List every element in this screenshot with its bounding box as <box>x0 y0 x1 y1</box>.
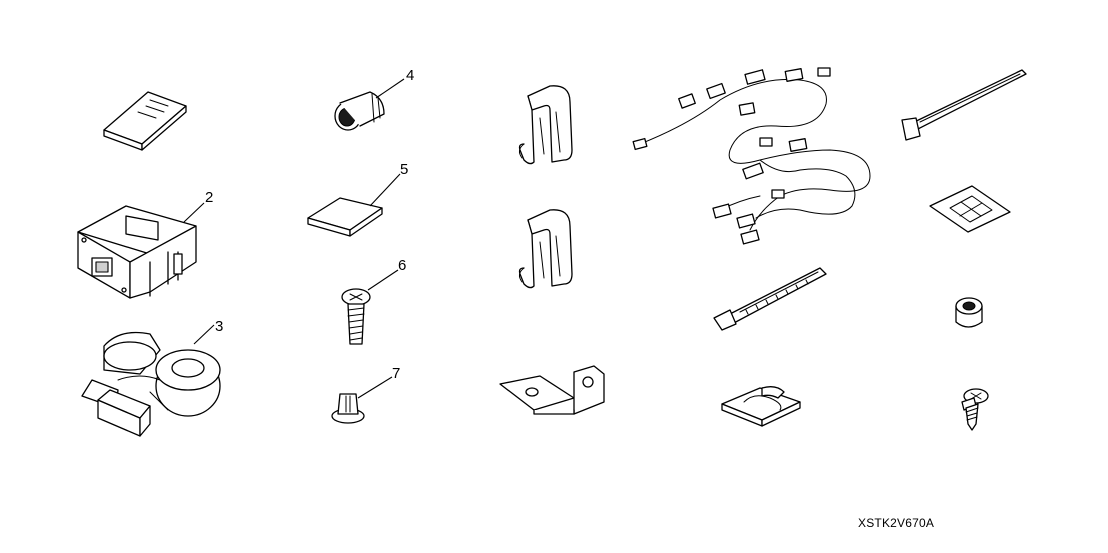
bracket-icon <box>499 365 605 415</box>
control-unit-icon <box>77 202 205 299</box>
spring-clip-upper-icon <box>518 85 573 165</box>
cable-mount-icon <box>721 386 801 427</box>
spring-clip-lower-icon <box>518 209 573 289</box>
buzzer-icon <box>81 324 221 437</box>
spacer-collar-icon <box>955 297 983 328</box>
callout-3: 3 <box>215 318 223 335</box>
callout-7: 7 <box>392 365 400 382</box>
wire-harness-icon <box>632 67 871 245</box>
drawing-code: XSTK2V670A <box>858 516 935 530</box>
callout-5: 5 <box>400 161 408 178</box>
callout-2: 2 <box>205 189 213 206</box>
cable-tie-short-icon <box>713 267 827 331</box>
cable-tie-long-icon <box>901 69 1027 141</box>
double-sided-tape-icon <box>929 185 1011 233</box>
manual-booklet-icon <box>103 91 187 151</box>
clip-icon <box>331 376 393 424</box>
grommet-icon <box>334 78 405 131</box>
callout-4: 4 <box>406 67 414 84</box>
pad-icon <box>307 173 401 237</box>
callout-6: 6 <box>398 257 406 274</box>
tapping-screw-icon <box>961 388 989 431</box>
screw-icon <box>341 269 399 345</box>
